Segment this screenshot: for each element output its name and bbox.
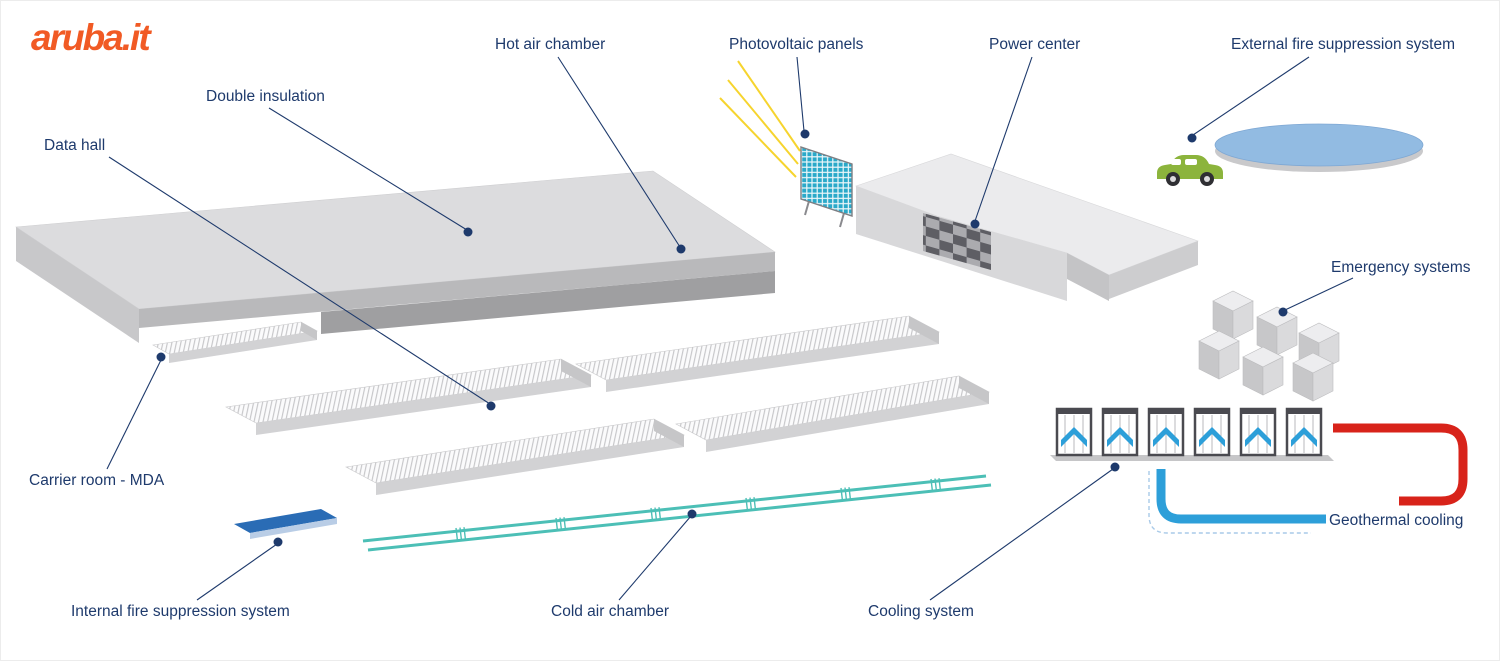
label-photovoltaic-panels: Photovoltaic panels [729, 36, 864, 53]
main-building-roof [15, 170, 776, 343]
geothermal-pipes [1148, 423, 1468, 534]
label-external-fire-suppression: External fire suppression system [1231, 36, 1455, 53]
label-geothermal-cooling: Geothermal cooling [1329, 512, 1464, 529]
label-hot-air-chamber: Hot air chamber [495, 36, 606, 53]
callout-dots [156, 129, 1288, 547]
cooling-units [1048, 407, 1336, 463]
label-power-center: Power center [989, 36, 1081, 53]
internal-fire-slab [234, 509, 337, 539]
label-double-insulation: Double insulation [206, 88, 325, 105]
label-cooling-system: Cooling system [868, 603, 974, 620]
emergency-systems-graphic [1198, 290, 1340, 402]
label-cold-air-chamber: Cold air chamber [551, 603, 670, 620]
external-fire-pool [1214, 123, 1424, 172]
photovoltaic-panel-graphic [800, 146, 853, 228]
label-data-hall: Data hall [44, 137, 106, 154]
cold-air-pipe [362, 474, 992, 552]
sun-rays [719, 60, 801, 178]
label-carrier-room-mda: Carrier room - MDA [29, 472, 165, 489]
label-internal-fire-suppression: Internal fire suppression system [71, 603, 290, 620]
data-hall-rows [225, 315, 990, 495]
car-graphic [1157, 155, 1223, 186]
power-center-graphic [855, 153, 1199, 301]
carrier-room-row [152, 321, 318, 363]
label-emergency-systems: Emergency systems [1331, 259, 1471, 276]
leader-lines [106, 56, 1354, 601]
aruba-logo: aruba.it [31, 17, 151, 58]
